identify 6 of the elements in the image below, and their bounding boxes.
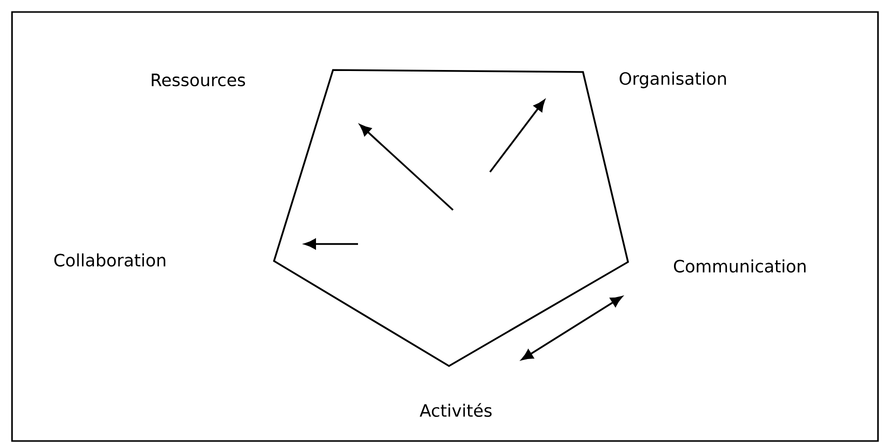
vertex-label: Communication <box>674 259 806 273</box>
vertex-label: Activités <box>420 403 492 417</box>
vertex-label: Organisation <box>620 72 726 88</box>
vertex-label: Collaboration <box>54 253 166 267</box>
arrow <box>521 296 622 360</box>
vertex-label: Ressources <box>152 74 246 86</box>
